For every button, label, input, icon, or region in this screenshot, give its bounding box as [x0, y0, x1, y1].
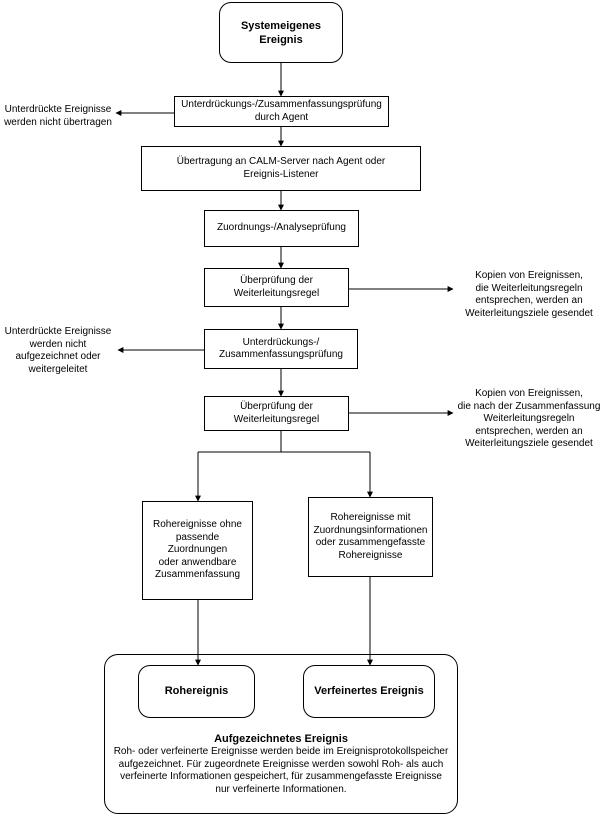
mapping-node: Zuordnungs-/Analyseprüfung: [204, 210, 359, 247]
storage-description: Roh- oder verfeinerte Ereignisse werden …: [113, 746, 449, 795]
raw-mapped-node: Rohereignisse mit Zuordnungsinformatione…: [308, 497, 433, 577]
note-forward-copies-1: Kopien von Ereignissen, die Weiterleitun…: [465, 270, 593, 319]
transfer-node: Übertragung an CALM-Server nach Agent od…: [141, 146, 421, 191]
refined-event-node: Verfeinertes Ereignis: [303, 665, 435, 718]
forwarding-check-1-node: Überprüfung der Weiterleitungsregel: [204, 268, 349, 307]
forwarding-check-2-node: Überprüfung der Weiterleitungsregel: [204, 396, 349, 431]
note-forward-copies-2: Kopien von Ereignissen, die nach der Zus…: [457, 388, 601, 449]
note-not-recorded: Unterdrückte Ereignisse werden nicht auf…: [4, 326, 112, 375]
raw-unmapped-node: Rohereignisse ohne passende Zuordnungen …: [142, 501, 253, 600]
note-not-transferred: Unterdrückte Ereignisse werden nicht übe…: [4, 104, 112, 128]
suppression-check-2-node: Unterdrückungs-/ Zusammenfassungsprüfung: [204, 329, 358, 369]
start-node: Systemeigenes Ereignis: [219, 2, 343, 63]
suppression-agent-node: Unterdrückungs-/Zusammenfassungsprüfung …: [174, 96, 389, 127]
storage-container: [104, 654, 458, 814]
raw-event-node: Rohereignis: [138, 665, 255, 718]
storage-title: Aufgezeichnetes Ereignis: [214, 733, 348, 745]
